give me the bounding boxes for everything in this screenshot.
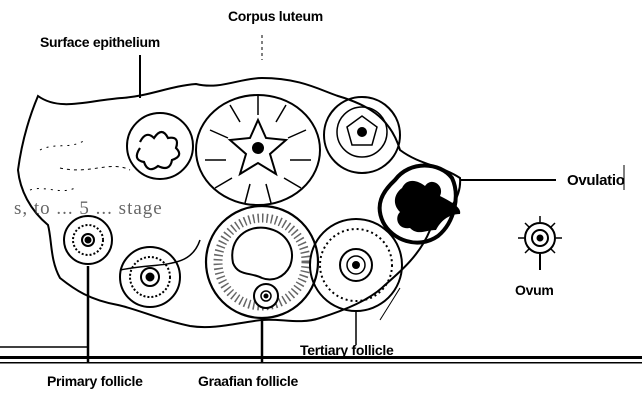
label-primary-follicle: Primary follicle: [47, 373, 143, 389]
label-ovulation: Ovulatio: [567, 172, 625, 189]
corpus-luteum: [196, 95, 320, 205]
overlay-text: s, to ... 5 ... stage: [14, 198, 163, 220]
secondary-follicle: [120, 247, 180, 307]
label-surface-epithelium: Surface epithelium: [40, 34, 160, 50]
ovum-cell: [518, 216, 562, 260]
tertiary-follicle: [310, 219, 402, 311]
primary-follicle: [64, 216, 112, 264]
follicle-corpus-albicans: [324, 97, 400, 173]
label-graafian-follicle: Graafian follicle: [198, 373, 298, 389]
follicle-early: [127, 113, 193, 179]
graafian-follicle: [206, 206, 318, 318]
label-corpus-luteum: Corpus luteum: [228, 8, 323, 24]
label-ovum: Ovum: [515, 282, 553, 298]
ovulating-follicle: [380, 166, 461, 243]
label-tertiary-follicle: Tertiary follicle: [300, 342, 393, 358]
